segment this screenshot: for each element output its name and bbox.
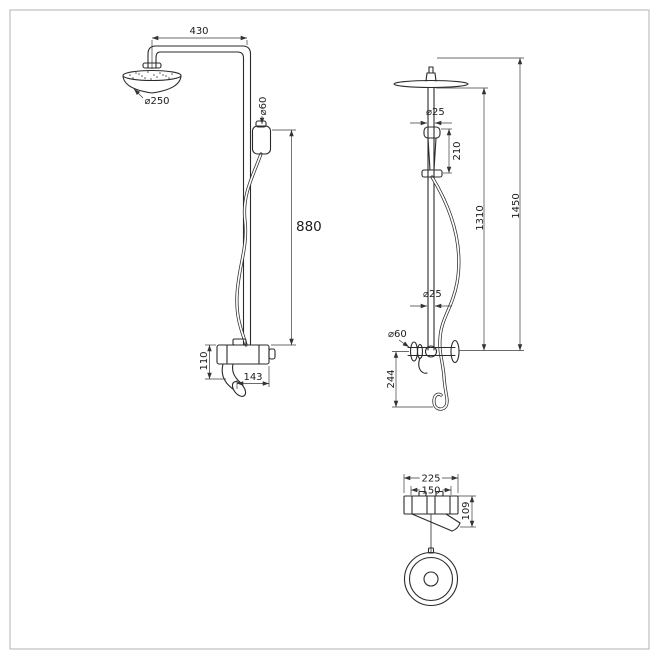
front-view: 430 ⌀250 ⌀60 880 110 143: [122, 26, 322, 397]
mixer-front: [216, 338, 276, 397]
dim-spout-reach: 143: [236, 366, 270, 389]
dim-mixer-overall-width: 225: [403, 471, 459, 493]
dim-label-109: 109: [461, 501, 472, 520]
spout-top-view: [411, 513, 461, 532]
dim-label-143: 143: [243, 372, 262, 383]
dim-label-110: 110: [199, 351, 210, 370]
dim-pipe-diameter-lower: ⌀25: [410, 289, 452, 309]
spray-face-texture: [129, 71, 173, 80]
dim-hand-shower-diameter-front: ⌀60: [258, 97, 269, 124]
mixer-side: [407, 339, 460, 374]
dim-label-60-side: ⌀60: [388, 329, 407, 340]
dim-spout-projection: 109: [458, 495, 476, 528]
dim-holder-to-mixer: 880: [271, 129, 322, 346]
dim-connection-centers: 150: [410, 483, 452, 499]
slider-bracket: [421, 169, 443, 178]
mixer-handle-front: [268, 348, 276, 360]
diverter-knob: [232, 338, 247, 346]
shower-arm-and-riser: [147, 45, 252, 346]
bottom-view: 225 150 109: [403, 471, 476, 607]
dim-label-225: 225: [421, 474, 440, 485]
hand-shower-side: [421, 126, 443, 178]
drawing-border: [9, 9, 650, 650]
hand-shower-hose-side: [430, 175, 461, 411]
dim-label-210: 210: [452, 141, 463, 160]
dim-mixer-height: 110: [199, 344, 226, 380]
mixer-top-view: [403, 490, 461, 532]
riser-pipe-side: [427, 86, 435, 351]
dim-label-25-upper: ⌀25: [426, 107, 445, 118]
dim-label-150: 150: [421, 486, 440, 497]
shower-head-side: [393, 66, 469, 89]
dim-pipe-diameter-upper: ⌀25: [410, 107, 452, 126]
dim-escutcheon-diameter: ⌀60: [388, 329, 410, 348]
tub-spout-side: [418, 357, 428, 374]
dim-label-1450: 1450: [511, 193, 522, 218]
mixer-handle-side: [450, 339, 460, 364]
dim-overall-height: 1450: [437, 57, 524, 351]
dim-mixer-to-head: 1310: [436, 87, 488, 351]
dim-label-60-front: ⌀60: [258, 97, 269, 116]
hand-shower-front: [251, 120, 272, 155]
dim-label-430: 430: [189, 26, 208, 37]
wall-escutcheon: [409, 341, 419, 362]
side-view: ⌀25 210 1310 1450 ⌀25 ⌀60: [386, 57, 524, 411]
dim-label-880: 880: [296, 219, 322, 235]
dim-head-diameter: ⌀250: [133, 88, 170, 107]
dim-label-1310: 1310: [475, 205, 486, 230]
dim-arm-reach: 430: [151, 26, 248, 69]
dim-label-250: ⌀250: [144, 96, 169, 107]
dim-label-25-lower: ⌀25: [423, 289, 442, 300]
shower-head: [122, 62, 182, 94]
hose-rosette-bottom: [403, 513, 459, 607]
dim-hand-shower-length: 210: [441, 128, 463, 174]
dim-mixer-to-hose-loop: 244: [386, 351, 433, 408]
hand-shower-hose-front: [235, 152, 263, 347]
dim-label-244: 244: [386, 369, 397, 388]
